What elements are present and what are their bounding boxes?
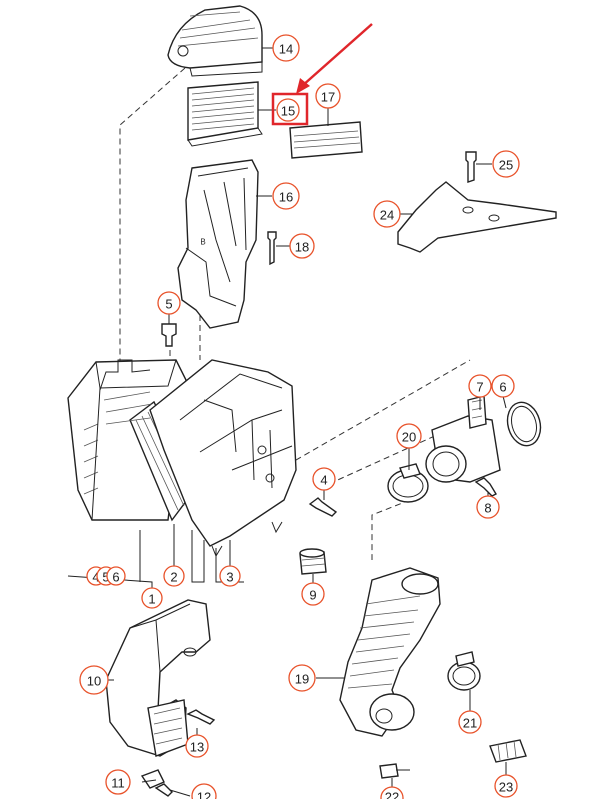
callout-17-label: 17 <box>321 90 335 105</box>
callout-22-label: 22 <box>385 790 399 799</box>
callout-19[interactable]: 19 <box>288 664 316 692</box>
part-10-intake-pipe[interactable] <box>105 599 211 757</box>
callout-7-label: 7 <box>476 380 483 395</box>
callout-14[interactable]: 14 <box>272 34 300 62</box>
callout-5-label: 5 <box>165 297 172 312</box>
callout-6-left[interactable]: 6 <box>106 566 126 586</box>
highlight-arrow <box>301 23 373 87</box>
callout-5[interactable]: 5 <box>157 291 181 315</box>
callout-16-label: 16 <box>279 190 293 205</box>
callout-6-left-label: 6 <box>112 570 119 585</box>
callout-4[interactable]: 4 <box>312 467 336 491</box>
part-19-corrugated-hose[interactable] <box>339 567 441 737</box>
part-15-filter-element[interactable] <box>187 81 263 147</box>
part-11-clip[interactable] <box>140 769 165 789</box>
callout-2[interactable]: 2 <box>163 565 185 587</box>
callout-14-label: 14 <box>279 42 293 57</box>
part-16-air-duct[interactable]: B <box>177 159 259 329</box>
callout-24-label: 24 <box>380 208 394 223</box>
part-14-top-cover[interactable] <box>167 5 263 77</box>
part-21-hose-clamp[interactable] <box>447 651 481 691</box>
callout-16[interactable]: 16 <box>272 182 300 210</box>
callout-8-label: 8 <box>484 501 491 516</box>
callout-21-label: 21 <box>463 716 477 731</box>
part-12-screw[interactable] <box>154 783 173 797</box>
callout-23[interactable]: 23 <box>494 774 518 798</box>
callout-2-label: 2 <box>170 570 177 585</box>
part-1-air-filter-housing[interactable] <box>67 359 297 558</box>
callout-12[interactable]: 12 <box>191 783 217 799</box>
callout-10-label: 10 <box>87 674 101 689</box>
svg-text:B: B <box>200 238 205 247</box>
part-22-screw[interactable] <box>379 763 410 779</box>
callout-15[interactable]: 15 <box>276 98 300 122</box>
part-7-air-mass-meter[interactable] <box>425 395 501 483</box>
highlight-box <box>271 92 309 126</box>
part-4-screw[interactable] <box>308 497 338 517</box>
part-5-screw-top[interactable] <box>161 323 177 347</box>
callout-13-label: 13 <box>190 740 204 755</box>
callout-22[interactable]: 22 <box>380 786 404 799</box>
callout-18[interactable]: 18 <box>289 233 315 259</box>
callout-12-label: 12 <box>197 790 211 799</box>
callout-9[interactable]: 9 <box>301 582 325 606</box>
part-6-seal-ring[interactable] <box>503 399 545 450</box>
callout-7[interactable]: 7 <box>468 374 492 398</box>
callout-18-label: 18 <box>295 240 309 255</box>
part-20-hose-clamp[interactable] <box>387 463 429 503</box>
part-24-heat-shield[interactable] <box>397 181 557 253</box>
callout-10[interactable]: 10 <box>79 665 109 695</box>
callout-9-label: 9 <box>309 588 316 603</box>
callout-19-label: 19 <box>295 672 309 687</box>
callout-1-label: 1 <box>148 592 155 607</box>
callout-17[interactable]: 17 <box>315 83 341 109</box>
highlight-arrowhead <box>296 78 310 94</box>
callout-8[interactable]: 8 <box>476 495 500 519</box>
callout-6-label: 6 <box>499 380 506 395</box>
callout-23-label: 23 <box>499 780 513 795</box>
part-17-filter-insert[interactable] <box>289 121 363 159</box>
part-25-screw[interactable] <box>465 151 477 183</box>
callout-11[interactable]: 11 <box>105 769 131 795</box>
part-8-screw[interactable] <box>474 477 497 497</box>
callout-1[interactable]: 1 <box>141 587 163 609</box>
part-23-vent-valve[interactable] <box>489 739 527 763</box>
part-9-grommet[interactable] <box>299 548 327 575</box>
callout-25-label: 25 <box>499 158 513 173</box>
callout-21[interactable]: 21 <box>458 710 482 734</box>
callout-15-label: 15 <box>281 104 295 119</box>
highlight-marker <box>271 23 373 126</box>
callout-6[interactable]: 6 <box>491 374 515 398</box>
callout-3[interactable]: 3 <box>219 565 241 587</box>
callout-4-label: 4 <box>320 473 327 488</box>
callout-20[interactable]: 20 <box>396 423 422 449</box>
callout-11-label: 11 <box>111 776 125 791</box>
callout-4-left-label: 4 <box>92 570 99 585</box>
callout-13[interactable]: 13 <box>185 734 209 758</box>
part-13-screw[interactable] <box>186 709 216 725</box>
callout-25[interactable]: 25 <box>492 150 520 178</box>
callout-5-left-label: 5 <box>102 570 109 585</box>
callout-24[interactable]: 24 <box>373 200 401 228</box>
callout-3-label: 3 <box>226 570 233 585</box>
part-18-screw[interactable] <box>267 231 277 266</box>
callout-20-label: 20 <box>402 430 416 445</box>
